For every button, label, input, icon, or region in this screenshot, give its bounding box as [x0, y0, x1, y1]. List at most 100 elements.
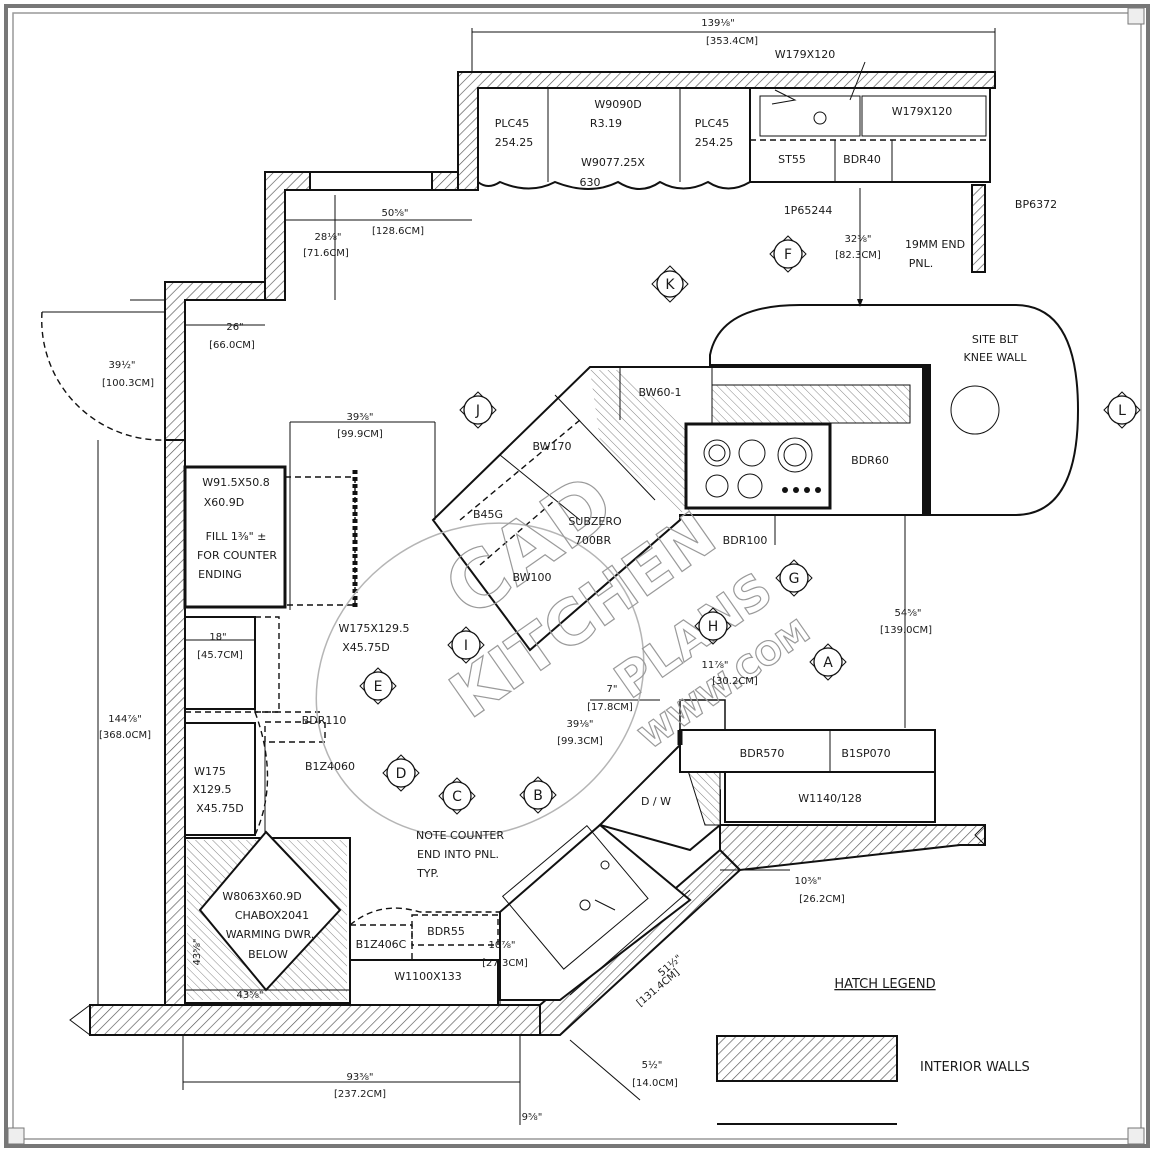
label-dw: D / W — [641, 795, 671, 808]
dim-26: 26" — [226, 322, 243, 333]
label-note-1: NOTE COUNTER — [416, 829, 504, 842]
label-bw170: BW170 — [532, 440, 571, 453]
label-w75b-2: X129.5 — [192, 783, 231, 796]
marker-i: I — [447, 626, 485, 664]
label-w9077-2: 630 — [580, 176, 601, 189]
marker-k: K — [651, 265, 689, 303]
marker-f: F — [769, 235, 807, 273]
legend-swatch-interior-walls — [716, 1035, 898, 1082]
dim-93: 93⅜" — [346, 1072, 373, 1083]
label-b1z4060: B1Z4060 — [305, 760, 355, 773]
label-w179-right: W179X120 — [892, 105, 952, 118]
dim-10b-cm: [27.3CM] — [482, 958, 528, 969]
marker-j: J — [459, 391, 497, 429]
label-st55: ST55 — [778, 153, 806, 166]
label-w1100: W1100X133 — [394, 970, 461, 983]
dim-39a-cm: [100.3CM] — [102, 378, 154, 389]
dim-144: 144⅞" — [108, 714, 141, 725]
drawing-border-inner — [12, 12, 1142, 1140]
label-plc45-left-2: 254.25 — [495, 136, 534, 149]
svg-text:A: A — [823, 655, 833, 671]
label-bdr570: BDR570 — [740, 747, 785, 760]
dim-18-cm: [45.7CM] — [197, 650, 243, 661]
bottom-cabinets — [349, 699, 936, 1006]
dim-28: 28⅛" — [314, 232, 341, 243]
walls — [69, 71, 996, 1036]
label-fp65244: 1P65244 — [784, 204, 833, 217]
label-subzero-2: 700BR — [575, 534, 612, 547]
label-end-pnl-2: PNL. — [909, 257, 934, 270]
svg-text:E: E — [374, 679, 383, 695]
label-bw100: BW100 — [512, 571, 551, 584]
label-bdr100: BDR100 — [723, 534, 768, 547]
legend-item-interior-walls: INTERIOR WALLS — [920, 1060, 1030, 1075]
dim-39a: 39½" — [108, 359, 135, 371]
label-w9090d-1: W9090D — [594, 98, 641, 111]
label-w75b-3: X45.75D — [196, 802, 244, 815]
dim-39b: 39⅜" — [346, 412, 373, 423]
dim-43b: 43⅝" — [236, 990, 263, 1001]
label-knee-1: SITE BLT — [972, 333, 1019, 346]
svg-text:D: D — [396, 766, 407, 782]
dim-top: 139⅛" — [701, 18, 734, 29]
label-plc45-right-2: 254.25 — [695, 136, 734, 149]
dim-5-cm: [14.0CM] — [632, 1078, 678, 1089]
drawing-border-outer — [4, 4, 1150, 1148]
corner-bl — [7, 1127, 25, 1145]
dim-10-cm: [26.2CM] — [799, 894, 845, 905]
dim-11-cm: [30.2CM] — [712, 676, 758, 687]
svg-text:B: B — [533, 788, 543, 804]
label-knee-2: KNEE WALL — [964, 351, 1028, 364]
label-fill-2: FOR COUNTER — [197, 549, 277, 562]
svg-text:F: F — [784, 247, 792, 263]
marker-b: B — [519, 776, 557, 814]
dim-26-cm: [66.0CM] — [209, 340, 255, 351]
dim-39c-cm: [99.3CM] — [557, 736, 603, 747]
label-b45g: B45G — [473, 508, 503, 521]
label-w91-1: W91.5X50.8 — [202, 476, 269, 489]
label-subzero-1: SUBZERO — [568, 515, 622, 528]
dim-39b-cm: [99.9CM] — [337, 429, 383, 440]
svg-text:H: H — [708, 619, 719, 635]
label-bp6372: BP6372 — [1015, 198, 1057, 211]
label-bw60: BW60-1 — [639, 386, 682, 399]
label-w9077-1: W9077.25X — [581, 156, 645, 169]
dim-9: 9⅝" — [522, 1112, 543, 1123]
label-end-pnl-1: 19MM END — [905, 238, 965, 251]
marker-d: D — [382, 754, 420, 792]
dim-32-cm: [82.3CM] — [835, 250, 881, 261]
label-w8063-4: BELOW — [248, 948, 288, 961]
legend-title: HATCH LEGEND — [834, 977, 935, 992]
corner-tr — [1127, 7, 1145, 25]
cabinet-labels: PLC45 254.25 W9090D R3.19 W9077.25X 630 … — [192, 48, 1057, 983]
svg-text:L: L — [1118, 403, 1126, 419]
dim-top-cm: [353.4CM] — [706, 36, 758, 47]
label-w8063-2: CHABOX2041 — [235, 909, 309, 922]
label-w75a-2: X45.75D — [342, 641, 390, 654]
marker-l: L — [1103, 391, 1141, 429]
label-fill-1: FILL 1⅜" ± — [206, 530, 267, 543]
dim-39c: 39⅛" — [566, 719, 593, 730]
label-plc45-left-1: PLC45 — [495, 117, 529, 130]
dim-11: 11⅞" — [701, 660, 728, 671]
dim-18: 18" — [209, 632, 226, 643]
island — [431, 304, 1080, 652]
dim-54: 54⅝" — [894, 608, 921, 619]
dim-43a: 43⅝" — [192, 938, 203, 965]
elevation-markers: K F J L G H A I E D C B — [359, 235, 1141, 815]
watermark: CAD KITCHEN PLANS WWW.COM — [315, 457, 817, 838]
label-b1sp070: B1SP070 — [841, 747, 890, 760]
label-w179-top: W179X120 — [775, 48, 835, 61]
label-w9090d-2: R3.19 — [590, 117, 622, 130]
hatch-legend: HATCH LEGEND INTERIOR WALLS — [716, 977, 1030, 1125]
label-w75a-1: W175X129.5 — [339, 622, 410, 635]
label-bdr110: BDR110 — [302, 714, 347, 727]
label-note-2: END INTO PNL. — [417, 848, 499, 861]
dim-50-cm: [128.6CM] — [372, 226, 424, 237]
dimension-lines — [97, 28, 996, 1125]
svg-text:K: K — [665, 277, 675, 293]
svg-text:J: J — [475, 403, 480, 419]
dim-32: 32⅜" — [844, 234, 871, 245]
dim-7-cm: [17.8CM] — [587, 702, 633, 713]
